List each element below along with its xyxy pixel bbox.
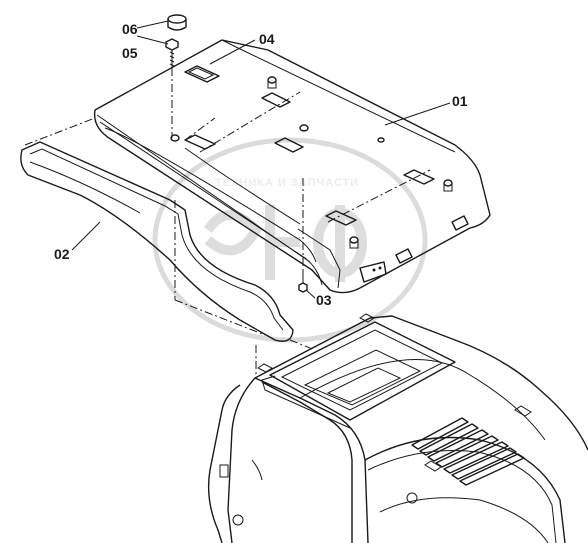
- roof-ribs: [411, 417, 525, 486]
- callout-05: 05: [122, 45, 138, 61]
- weatherstrip-seal: [20, 141, 294, 342]
- callout-01: 01: [452, 93, 468, 109]
- leader-lines: [71, 20, 451, 299]
- callout-06: 06: [122, 21, 138, 37]
- slot: [403, 169, 435, 185]
- slot: [184, 65, 220, 83]
- callout-02: 02: [54, 246, 70, 262]
- cap-06: [167, 14, 187, 31]
- watermark: ТЕХНИКА И ЗАПЧАСТИ: [152, 137, 428, 343]
- callout-03: 03: [316, 292, 332, 308]
- assembly-lines: [24, 68, 431, 375]
- callout-04: 04: [259, 31, 275, 47]
- cab: [207, 313, 588, 543]
- roof-cover-panel: [93, 39, 491, 294]
- slot: [325, 210, 357, 226]
- bracket: [395, 248, 413, 264]
- bolt-03: [298, 270, 308, 293]
- slot: [274, 137, 304, 153]
- bracket: [359, 261, 387, 283]
- slot: [261, 92, 291, 108]
- watermark-text: ТЕХНИКА И ЗАПЧАСТИ: [215, 177, 359, 189]
- bracket: [451, 215, 469, 231]
- sunroof: [269, 321, 456, 421]
- bolt-05: [165, 38, 179, 68]
- slot: [184, 134, 216, 150]
